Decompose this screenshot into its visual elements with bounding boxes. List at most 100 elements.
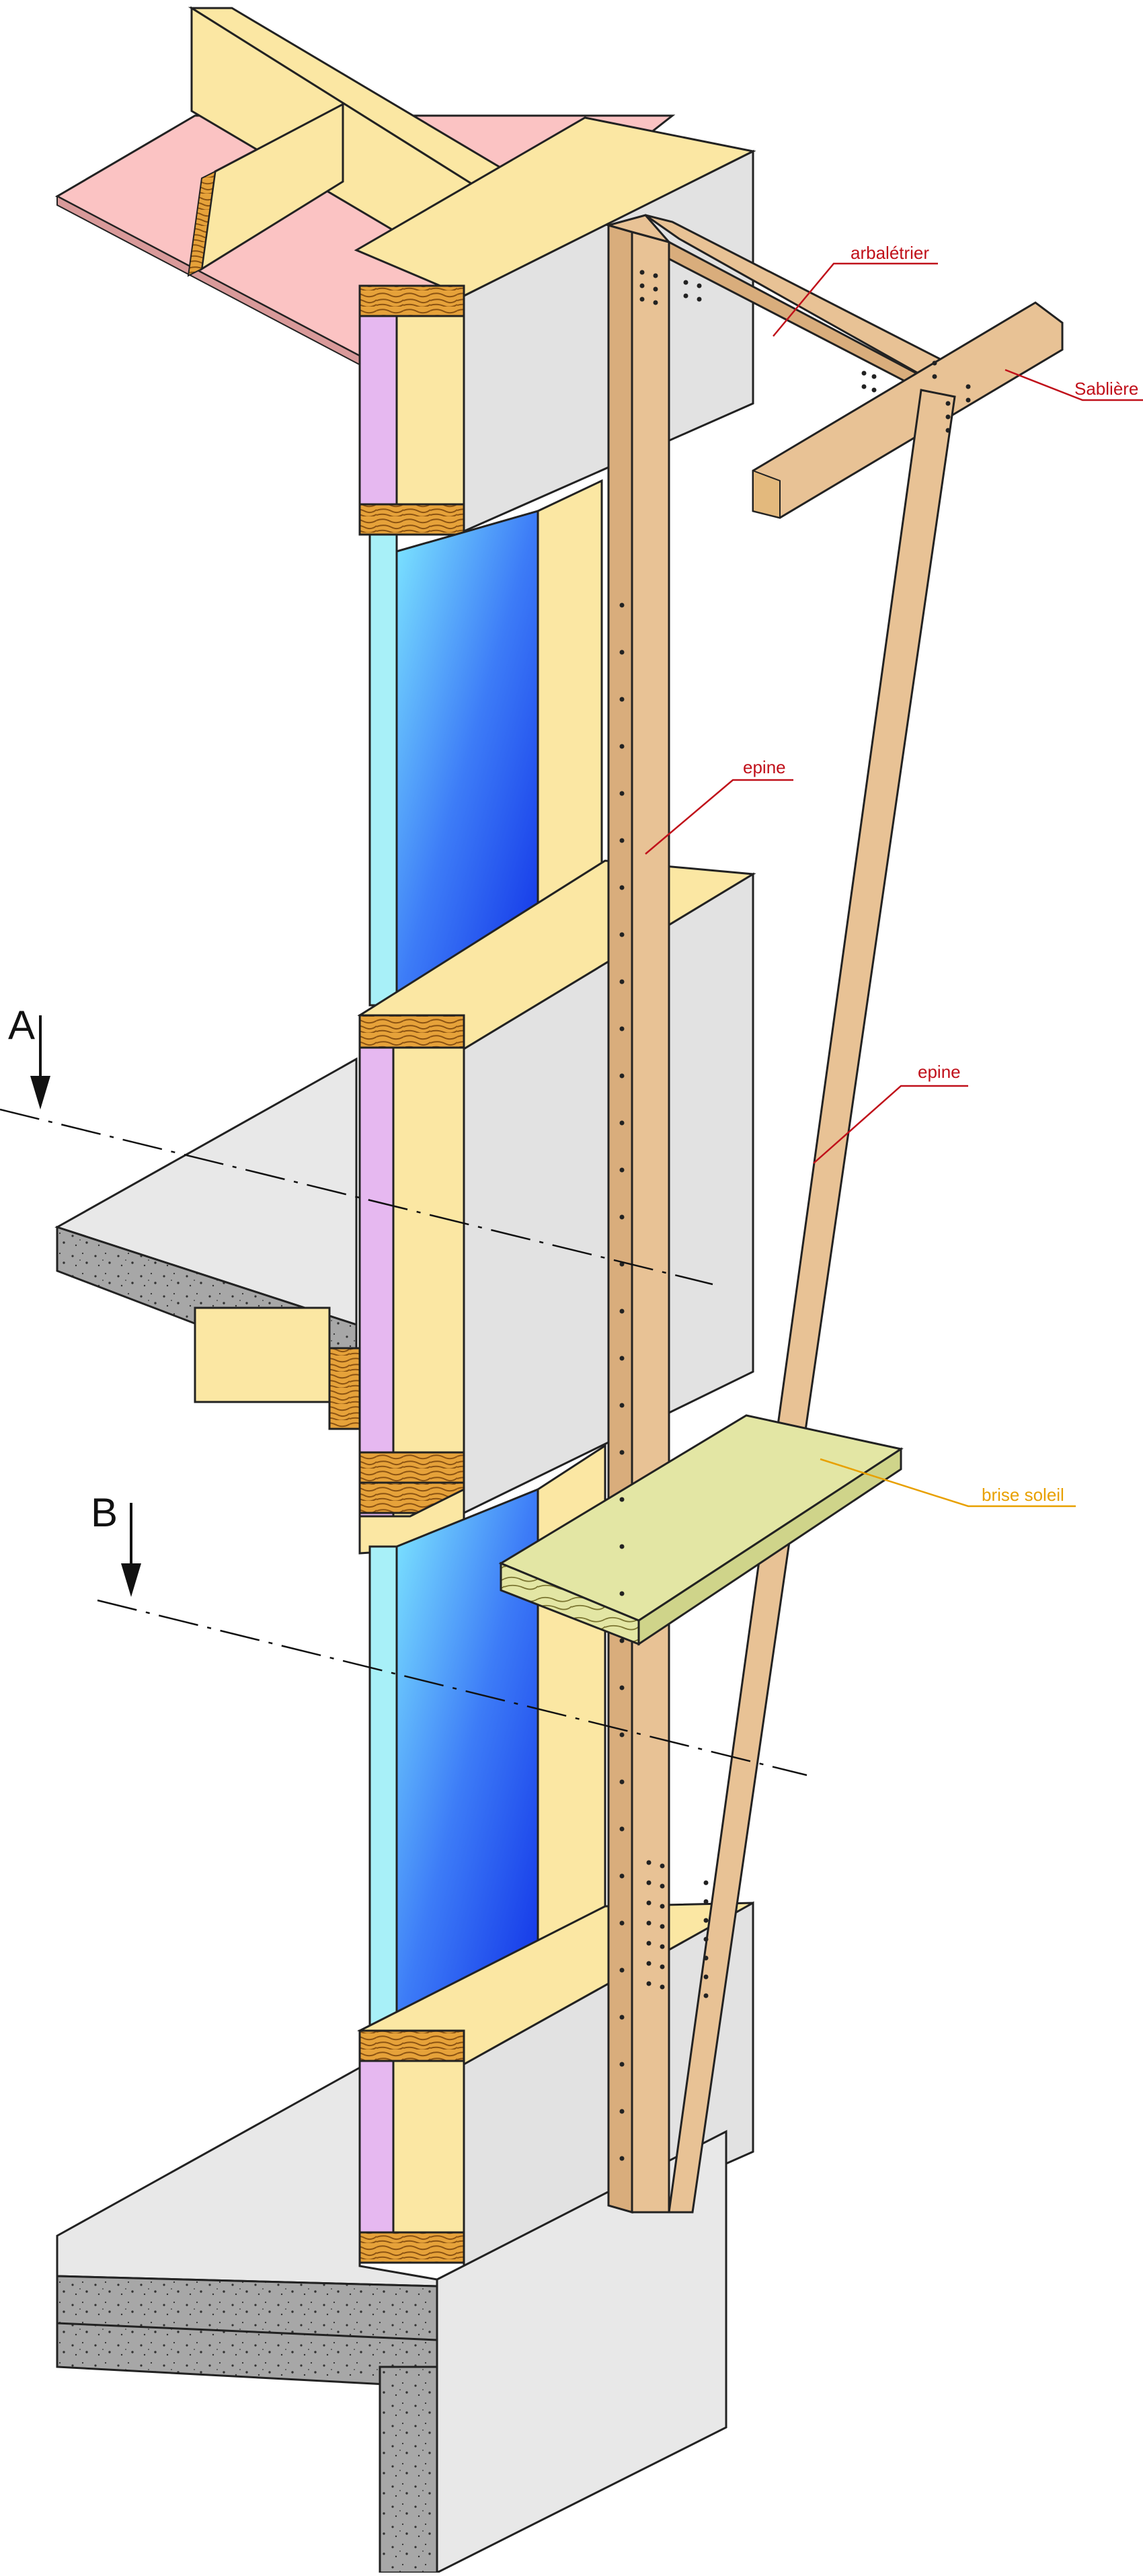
lower-top-plate	[358, 2029, 465, 2062]
fastener-hole	[619, 1214, 625, 1220]
epine-lower-label: epine	[918, 1062, 961, 1082]
fastener-hole	[639, 297, 645, 302]
middle-vapor-layer	[358, 1044, 395, 1518]
middle-insulation	[392, 1044, 465, 1518]
epine-lower-leader	[813, 1085, 968, 1164]
sabliere-end	[752, 469, 781, 519]
diagonal-strut	[668, 389, 956, 2214]
fastener-hole	[646, 1880, 652, 1885]
upper-vapor-layer	[358, 315, 398, 533]
fastener-hole	[646, 1860, 652, 1865]
fastener-hole	[619, 1167, 625, 1173]
fastener-hole	[861, 384, 867, 389]
fastener-hole	[639, 270, 645, 275]
roof-truss	[645, 214, 1064, 2214]
fastener-hole	[646, 1961, 652, 1966]
fastener-hole	[703, 1899, 709, 1904]
upper-top-plate	[358, 284, 465, 317]
fastener-hole	[619, 2156, 625, 2161]
foundation-wall-face	[379, 2366, 438, 2574]
section-a-arrow-icon	[30, 1076, 50, 1109]
fastener-hole	[703, 1937, 709, 1942]
fastener-hole	[703, 1993, 709, 1998]
middle-top-plate	[358, 1014, 465, 1049]
fastener-hole	[965, 384, 971, 389]
sabliere-leader	[1004, 368, 1143, 401]
fastener-hole	[646, 1920, 652, 1926]
fastener-hole	[660, 1944, 665, 1949]
section-b-line	[97, 1599, 807, 1777]
roof-blocking-end	[187, 170, 216, 277]
callouts: arbalétrier Sablière epine epine brise s…	[645, 243, 1143, 1508]
fastener-hole	[619, 1356, 625, 1361]
fastener-hole	[619, 1544, 625, 1549]
fastener-hole	[646, 1941, 652, 1946]
upper-window	[368, 479, 603, 1007]
fastener-hole	[619, 1026, 625, 1031]
fastener-hole	[619, 1120, 625, 1126]
fastener-hole	[619, 1920, 625, 1926]
fastener-hole	[703, 1974, 709, 1980]
section-a-mark: A	[0, 1003, 713, 1286]
fastener-hole	[619, 2062, 625, 2067]
fastener-hole	[619, 1779, 625, 1785]
floor-joist-insulation	[194, 1306, 331, 1403]
fastener-hole	[660, 1883, 665, 1889]
fastener-hole	[871, 374, 877, 379]
fastener-hole	[619, 650, 625, 655]
fastener-hole	[660, 1924, 665, 1929]
floor-joist-end	[328, 1347, 361, 1430]
fastener-hole	[619, 1403, 625, 1408]
fastener-hole	[965, 397, 971, 403]
fastener-hole	[619, 979, 625, 984]
fastener-hole	[619, 932, 625, 937]
fastener-hole	[619, 791, 625, 796]
fastener-hole	[619, 838, 625, 843]
epine-upper-leader	[645, 779, 793, 855]
fastener-hole	[639, 283, 645, 288]
fastener-hole	[660, 1904, 665, 1909]
fastener-hole	[660, 1984, 665, 1990]
fastener-hole	[703, 1918, 709, 1923]
fastener-hole	[619, 602, 625, 608]
fastener-hole	[619, 1826, 625, 1832]
brise-soleil-end	[500, 1561, 640, 1646]
fastener-hole	[619, 1450, 625, 1455]
upper-wall-panel	[354, 116, 756, 536]
fastener-hole	[703, 1955, 709, 1961]
fastener-hole	[619, 2109, 625, 2114]
fastener-hole	[619, 1873, 625, 1879]
fastener-hole	[619, 1309, 625, 1314]
fastener-hole	[703, 1880, 709, 1885]
fastener-hole	[932, 374, 937, 379]
section-b-mark: B	[91, 1490, 807, 1777]
floor-slab	[54, 1057, 361, 1430]
fastener-hole	[619, 1073, 625, 1079]
upper-insulation	[395, 315, 465, 533]
fastener-hole	[619, 1497, 625, 1502]
section-b-letter: B	[91, 1490, 118, 1535]
fastener-holes	[619, 270, 971, 2161]
upper-window-frame	[368, 533, 398, 1007]
section-a-letter: A	[8, 1003, 35, 1048]
fastener-hole	[683, 280, 688, 285]
fastener-hole	[619, 1732, 625, 1738]
lower-window-frame	[368, 1545, 398, 2032]
section-b-arrow-icon	[121, 1563, 141, 1597]
fastener-hole	[646, 1900, 652, 1906]
fastener-hole	[619, 744, 625, 749]
brise-soleil-label: brise soleil	[982, 1485, 1064, 1505]
fastener-hole	[861, 370, 867, 376]
sabliere-label: Sablière	[1074, 379, 1138, 399]
brise-soleil-leader	[820, 1458, 1076, 1508]
fastener-hole	[619, 2015, 625, 2020]
fastener-hole	[683, 293, 688, 299]
section-a-line	[0, 1108, 713, 1286]
lower-bottom-plate	[358, 2231, 465, 2264]
fastener-hole	[619, 1638, 625, 1643]
fastener-hole	[660, 1863, 665, 1869]
post-front	[631, 231, 670, 2214]
fastener-hole	[619, 1685, 625, 1690]
arbaletrier-leader	[773, 262, 938, 337]
